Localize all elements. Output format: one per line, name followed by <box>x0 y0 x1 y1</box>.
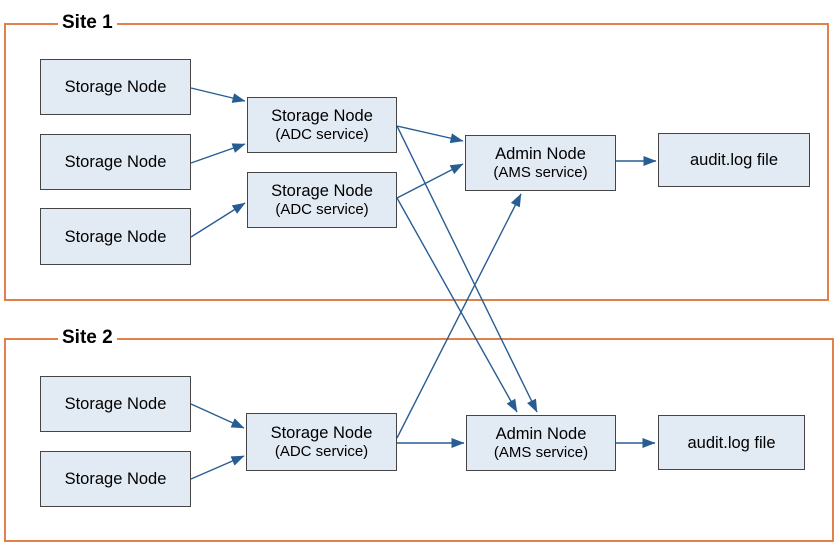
node-site1-storage-adc-2: Storage Node (ADC service) <box>247 172 397 228</box>
node-label: Storage Node <box>64 395 167 413</box>
node-site2-storage-1: Storage Node <box>40 376 191 432</box>
node-site1-storage-2: Storage Node <box>40 134 191 190</box>
edge-site1-adc1-to-site1-admin <box>396 125 464 144</box>
edge-site2-adc-to-site1-admin <box>396 193 522 439</box>
node-site2-admin: Admin Node (AMS service) <box>466 415 616 471</box>
node-site2-storage-2: Storage Node <box>40 451 191 507</box>
node-site1-audit-log: audit.log file <box>658 133 810 187</box>
node-label: Storage Node <box>64 227 167 246</box>
node-sublabel: (AMS service) <box>493 164 588 181</box>
node-site2-audit-log: audit.log file <box>658 415 805 470</box>
node-label: Storage Node <box>271 182 373 200</box>
edge-site1-storage3-to-adc2 <box>190 202 246 238</box>
node-label: Storage Node <box>270 424 373 442</box>
node-label: audit.log file <box>687 433 776 452</box>
node-sublabel: (ADC service) <box>275 126 369 143</box>
site1-title: Site 1 <box>58 10 117 36</box>
site2-title: Site 2 <box>58 325 117 351</box>
edge-site2-storage1-to-adc <box>190 403 245 429</box>
node-label: Storage Node <box>64 470 167 488</box>
node-site1-storage-3: Storage Node <box>40 208 191 265</box>
edge-site1-adc2-to-site1-admin <box>396 163 464 199</box>
node-sublabel: (ADC service) <box>274 443 369 460</box>
edge-site2-storage2-to-adc <box>190 455 245 480</box>
site2-container: Site 2 <box>4 325 834 542</box>
node-site1-storage-1: Storage Node <box>40 59 191 115</box>
edge-site1-storage2-to-adc1 <box>190 143 246 164</box>
node-label: Admin Node <box>495 425 587 443</box>
site1-container: Site 1 <box>4 10 829 301</box>
node-sublabel: (ADC service) <box>275 201 369 218</box>
node-label: Storage Node <box>64 78 167 96</box>
node-site2-storage-adc: Storage Node (ADC service) <box>246 413 397 471</box>
node-sublabel: (AMS service) <box>493 444 589 461</box>
edge-site1-adc1-to-site2-admin <box>396 125 538 413</box>
edge-site1-storage1-to-adc1 <box>190 87 246 103</box>
node-label: audit.log file <box>689 151 779 169</box>
node-site1-admin: Admin Node (AMS service) <box>465 135 616 191</box>
node-label: Admin Node <box>495 145 586 163</box>
node-label: Storage Node <box>64 153 167 171</box>
node-site1-storage-adc-1: Storage Node (ADC service) <box>247 97 397 153</box>
node-label: Storage Node <box>271 107 373 125</box>
edge-site1-adc2-to-site2-admin <box>396 197 518 413</box>
